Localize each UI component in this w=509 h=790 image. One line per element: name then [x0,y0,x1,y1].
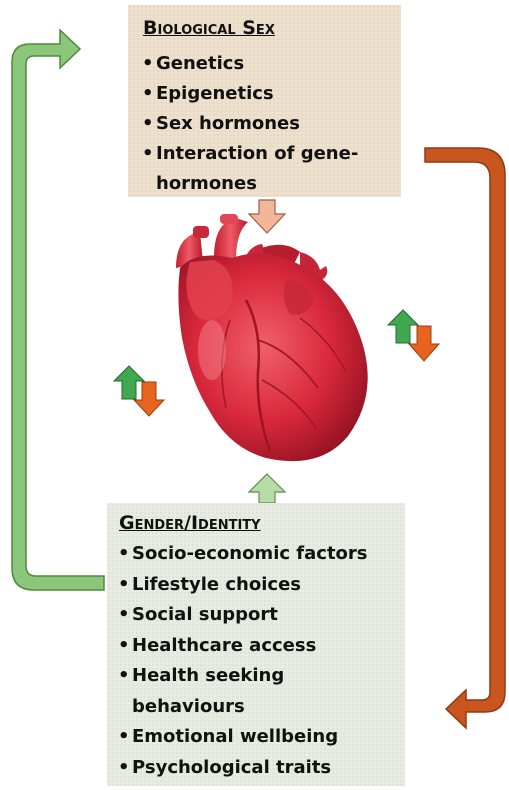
list-item: •Psychological traits [118,753,368,784]
heart-illustration [176,214,368,461]
list-item: •Social support [118,600,368,631]
biological-sex-list: •Genetics •Epigenetics •Sex hormones •In… [142,49,358,199]
list-item: •Health seeking [118,661,368,692]
down-arrow-bio [249,200,285,233]
list-item-continuation: behaviours [118,692,368,723]
list-item: •Interaction of gene- [142,139,358,169]
bullet-icon: • [142,49,154,79]
bullet-icon: • [118,600,130,631]
bullet-icon: • [142,139,154,169]
bullet-icon: • [118,539,130,570]
gender-identity-box: Gender/Identity •Socio-economic factors … [107,503,405,786]
bullet-icon: • [142,109,154,139]
list-item: •Sex hormones [142,109,358,139]
orange-flow-arrow [425,148,505,728]
gender-identity-list: •Socio-economic factors •Lifestyle choic… [118,539,368,783]
list-item-continuation: hormones [142,169,358,199]
left-up-down-arrows [114,366,164,416]
list-item: •Epigenetics [142,79,358,109]
list-item: •Lifestyle choices [118,570,368,601]
bullet-icon: • [142,79,154,109]
bullet-icon: • [118,570,130,601]
bullet-icon: • [118,661,130,692]
bullet-icon: • [118,753,130,784]
list-item: •Healthcare access [118,631,368,662]
green-feedback-arrow [12,30,104,590]
bullet-icon: • [118,631,130,662]
list-item: •Genetics [142,49,358,79]
biological-sex-box: Biological Sex •Genetics •Epigenetics •S… [128,5,401,197]
gender-identity-title: Gender/Identity [119,512,261,534]
bullet-icon: • [118,722,130,753]
right-up-down-arrows [388,310,439,361]
up-arrow-gender [249,474,285,503]
biological-sex-title: Biological Sex [143,17,275,39]
list-item: •Socio-economic factors [118,539,368,570]
list-item: •Emotional wellbeing [118,722,368,753]
